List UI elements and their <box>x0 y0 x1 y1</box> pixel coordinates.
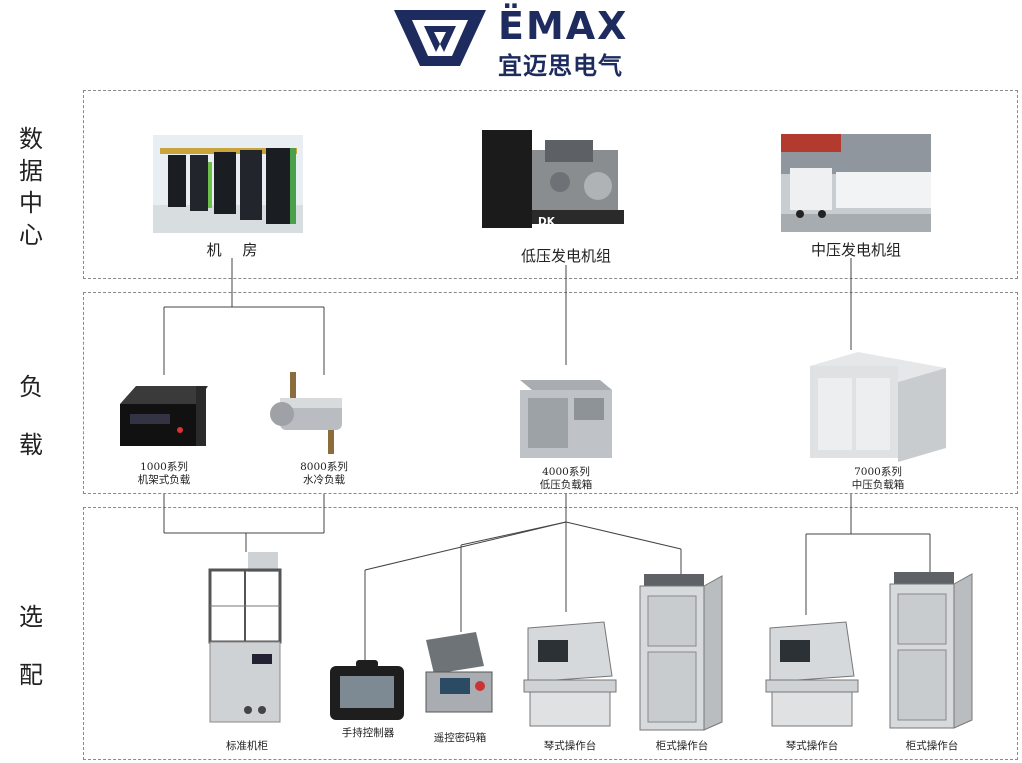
section-datacenter <box>83 90 1018 279</box>
machine-room-image <box>153 135 303 233</box>
brand-name: ËMAX <box>498 4 629 48</box>
lv-genset-image <box>482 130 624 228</box>
caption-handheld: 手持控制器 <box>341 727 395 739</box>
remote-box-image <box>425 632 493 713</box>
cabinet-console-2-image <box>889 572 973 729</box>
caption-std-cabinet: 标准机柜 <box>226 740 268 752</box>
caption-mv-box: 7000系列 中压负载箱 <box>851 466 905 491</box>
section-label-load: 负 载 <box>19 373 43 459</box>
handheld-image <box>330 660 404 720</box>
caption-console-1: 琴式操作台 <box>543 740 597 752</box>
caption-console-2: 琴式操作台 <box>785 740 839 752</box>
cabinet-console-1-image <box>639 574 723 731</box>
section-label-datacenter: 数 据 中 心 <box>19 125 43 249</box>
std-cabinet-image <box>208 552 282 723</box>
caption-water-load: 8000系列 水冷负载 <box>300 461 348 486</box>
caption-mv-genset: 中压发电机组 <box>810 241 901 259</box>
genset-badge: DK <box>538 216 555 228</box>
connector-lines <box>163 258 931 665</box>
console-1-image <box>523 621 617 727</box>
caption-rack-load: 1000系列 机架式负载 <box>137 461 191 486</box>
brand-subtitle: 宜迈思电气 <box>498 52 623 80</box>
mv-genset-image <box>781 134 931 232</box>
caption-lv-genset: 低压发电机组 <box>520 247 611 265</box>
section-options <box>83 507 1018 760</box>
section-load <box>83 292 1018 494</box>
console-2-image <box>765 621 859 727</box>
brand-logo-mark <box>394 10 486 66</box>
rack-load-image <box>120 386 208 446</box>
caption-cabinet-console-1: 柜式操作台 <box>655 740 709 752</box>
mv-load-box-image <box>810 352 946 462</box>
brand-logo: ËMAX 宜迈思电气 <box>390 4 640 80</box>
caption-lv-box: 4000系列 低压负载箱 <box>539 466 593 491</box>
water-load-image <box>270 372 342 454</box>
lv-load-box-image <box>520 380 612 458</box>
caption-cabinet-console-2: 柜式操作台 <box>905 740 959 752</box>
caption-remote-box: 遥控密码箱 <box>433 732 487 744</box>
caption-machine-room: 机 房 <box>206 241 258 259</box>
section-label-options: 选 配 <box>19 603 43 689</box>
